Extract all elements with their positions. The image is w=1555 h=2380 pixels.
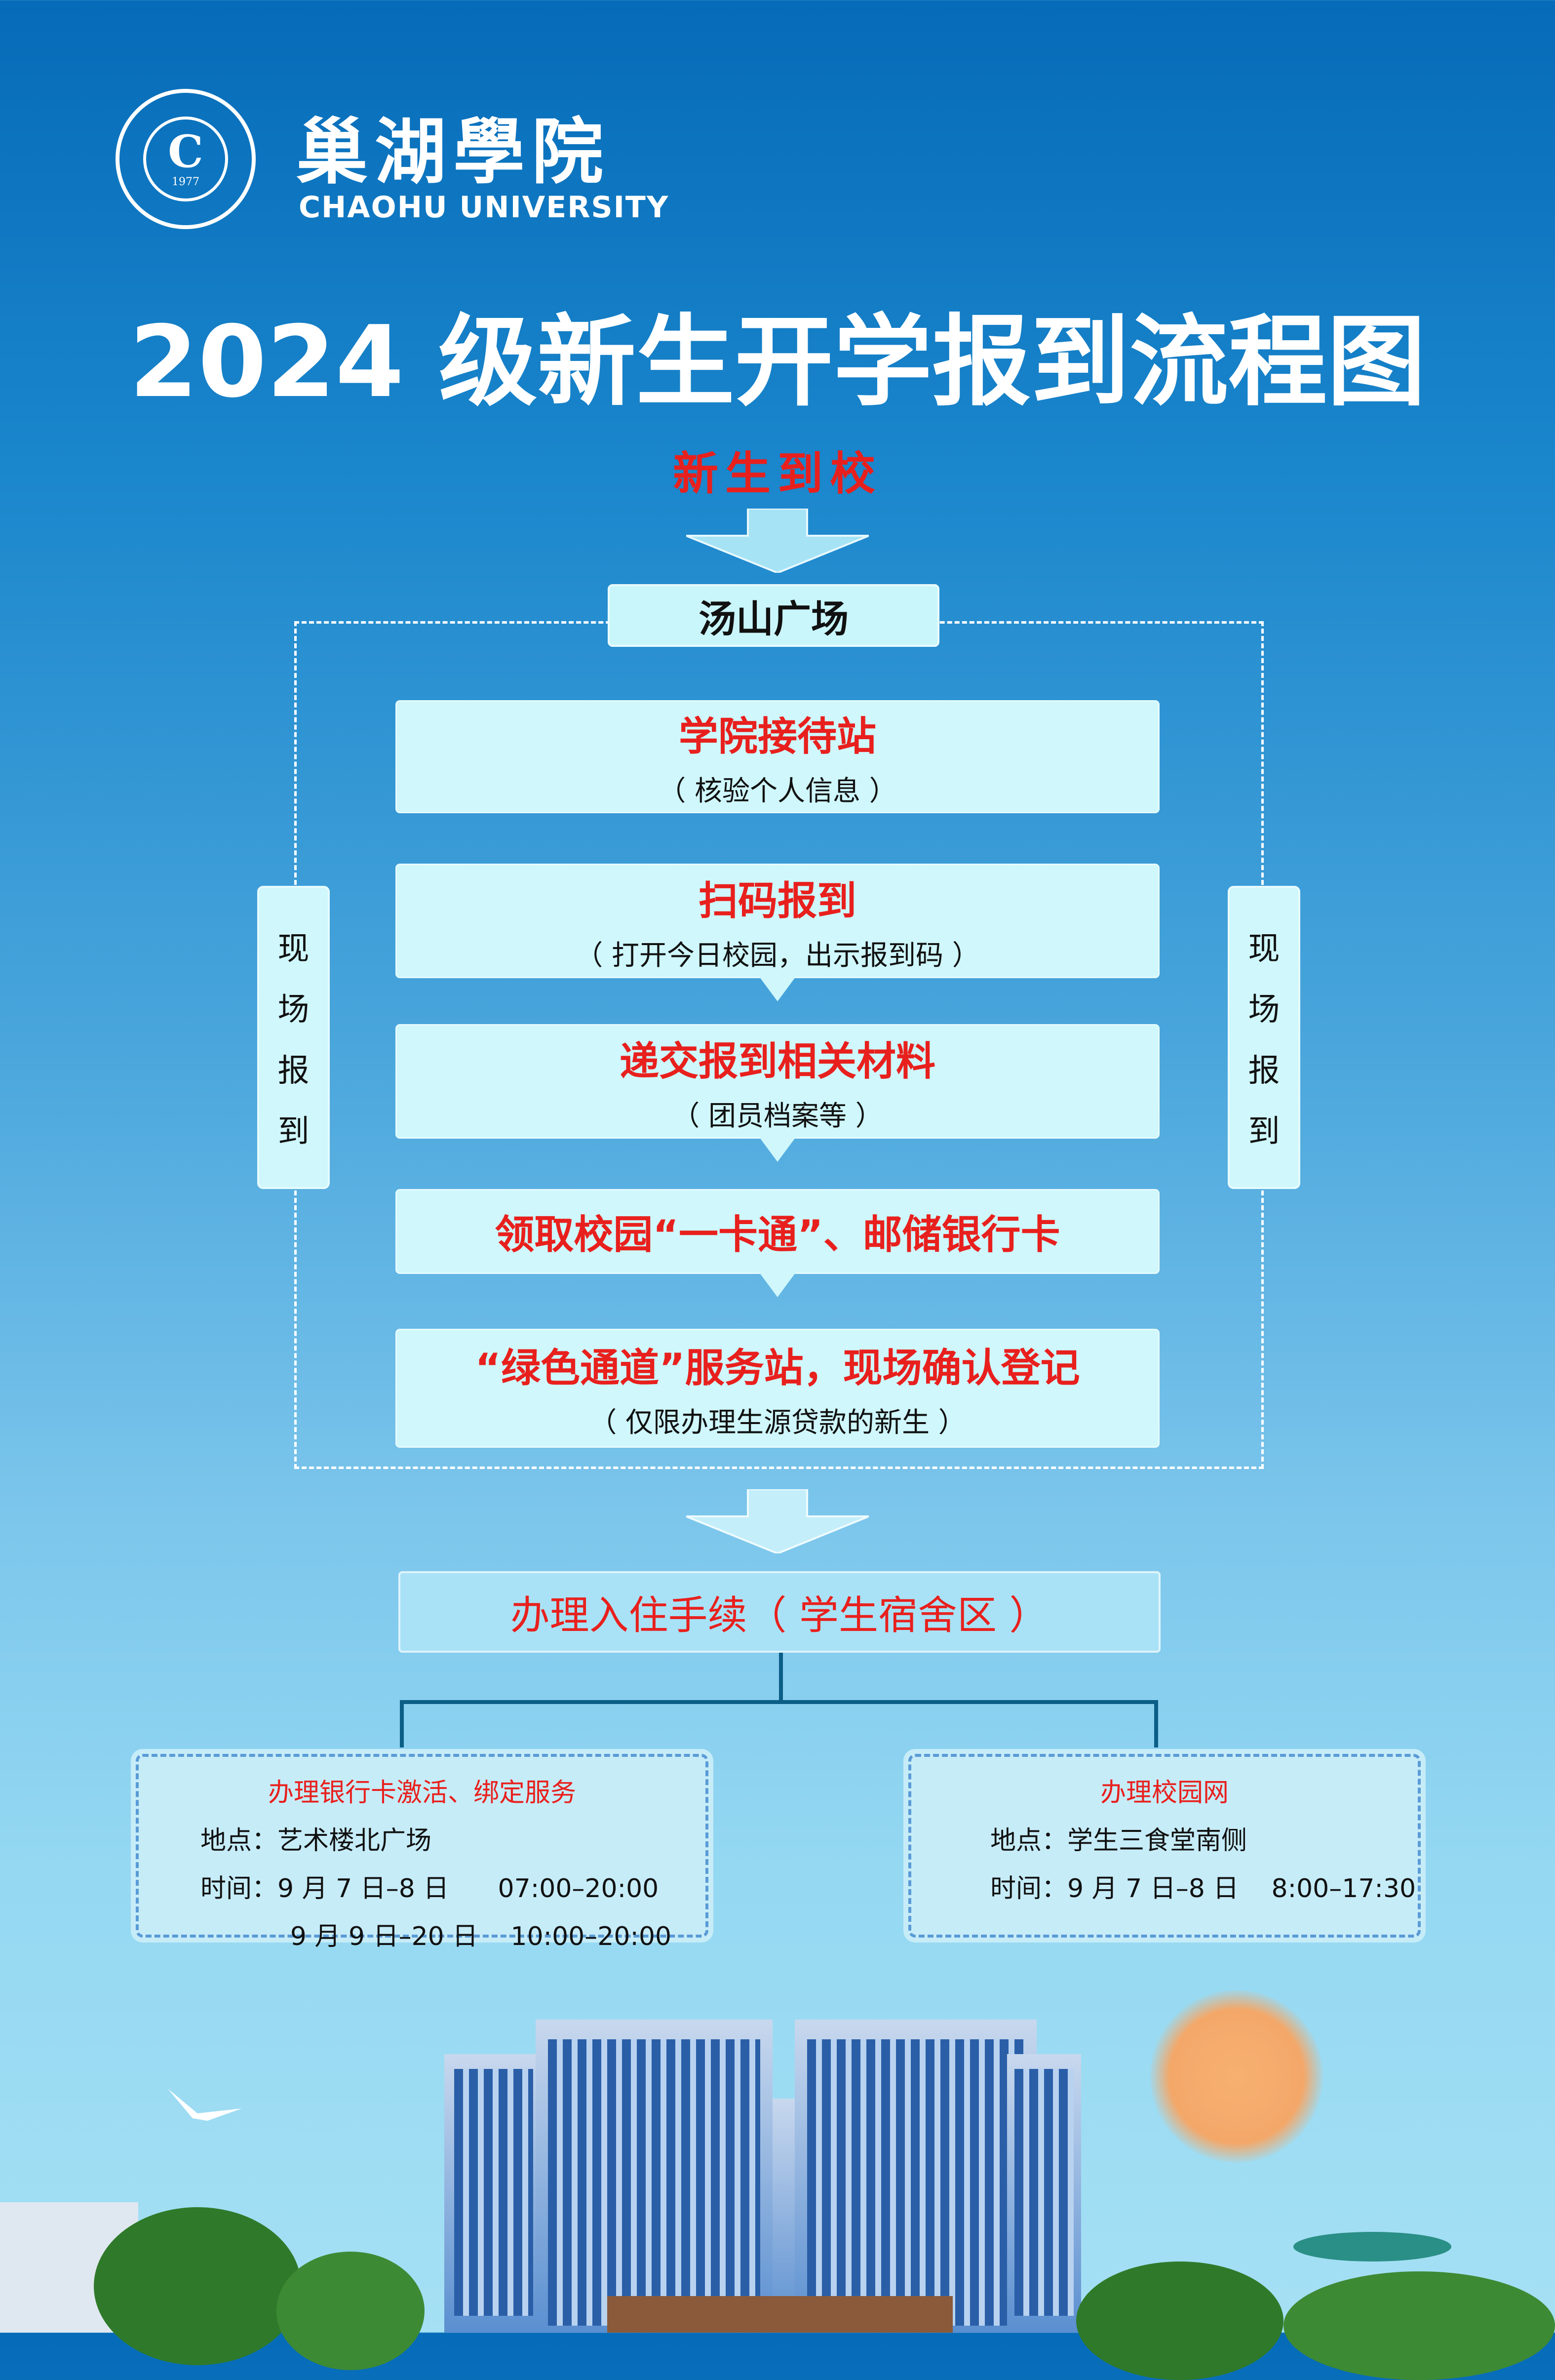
campus-network-service-box: 办理校园网 地点：学生三食堂南侧 时间：9 月 7 日–8 日 8:00–17:… (908, 1754, 1421, 1938)
step-college-reception: 学院接待站 （ 核验个人信息 ） (397, 702, 1158, 812)
plaza-label: 汤山广场 (608, 584, 939, 647)
step-green-channel: “绿色通道”服务站，现场确认登记 （ 仅限办理生源贷款的新生 ） (397, 1330, 1158, 1446)
pavilion-roof (1293, 2232, 1451, 2261)
side-char: 到 (1248, 1113, 1280, 1150)
page-title: 2024 级新生开学报到流程图 (129, 305, 1426, 420)
step-title: “绿色通道”服务站，现场确认登记 (475, 1345, 1080, 1391)
campus-building-center (773, 2099, 797, 2333)
step-title: 领取校园“一卡通”、邮储银行卡 (495, 1212, 1060, 1258)
university-seal (116, 89, 256, 229)
dorm-checkin-box: 办理入住手续（ 学生宿舍区 ） (398, 1571, 1161, 1653)
step-submit-materials: 递交报到相关材料 （ 团员档案等 ） (397, 1026, 1158, 1162)
side-char: 场 (277, 992, 310, 1029)
connector-line (779, 1653, 783, 1704)
campus-building-right-tower (795, 2020, 1037, 2333)
seal-emblem: C 1977 (143, 117, 228, 201)
side-char: 到 (277, 1113, 310, 1150)
bank-card-service-box: 办理银行卡激活、绑定服务 地点：艺术楼北广场 时间：9 月 7 日–8 日 07… (136, 1754, 708, 1951)
step-title: 递交报到相关材料 (620, 1038, 935, 1084)
service-location: 地点：艺术楼北广场 (200, 1826, 432, 1856)
seal-year: 1977 (172, 175, 199, 188)
tree (1076, 2261, 1283, 2380)
connector-line (400, 1700, 1158, 1704)
side-label-left: 现 场 报 到 (257, 886, 330, 1189)
connector-line (400, 1700, 404, 1747)
tree (94, 2207, 301, 2365)
side-char: 报 (1248, 1052, 1280, 1089)
building-base (607, 2296, 953, 2333)
university-name-en: CHAOHU UNIVERSITY (299, 190, 669, 225)
bird-icon (168, 2089, 242, 2121)
step-collect-cards: 领取校园“一卡通”、邮储银行卡 (397, 1190, 1158, 1297)
side-char: 场 (1248, 992, 1280, 1029)
university-name-cn: 巢湖學院 (296, 110, 610, 194)
service-location: 地点：学生三食堂南侧 (990, 1826, 1247, 1856)
side-char: 现 (277, 930, 310, 967)
step-subtitle: （ 打开今日校园，出示报到码 ） (575, 939, 980, 972)
service-time: 9 月 9 日–20 日 10:00–20:00 (200, 1922, 672, 1951)
campus-building-wing (444, 2054, 543, 2333)
tree (1283, 2271, 1555, 2380)
service-title: 办理银行卡激活、绑定服务 (268, 1778, 576, 1808)
down-arrow-icon (686, 1489, 869, 1553)
step-subtitle: （ 仅限办理生源贷款的新生 ） (589, 1407, 966, 1439)
step-title: 学院接待站 (679, 714, 876, 759)
flow-start: 新生到校 (672, 447, 882, 500)
tree (276, 2252, 425, 2370)
service-time: 时间：9 月 7 日–8 日 8:00–17:30 (990, 1874, 1416, 1904)
sun-illustration (1150, 1990, 1323, 2163)
down-arrow-icon (686, 509, 869, 573)
step-subtitle: （ 团员档案等 ） (672, 1100, 883, 1132)
step-scan-register: 扫码报到 （ 打开今日校园，出示报到码 ） (397, 865, 1158, 1001)
side-char: 现 (1248, 930, 1280, 967)
side-char: 报 (277, 1052, 310, 1089)
campus-building-wing (1007, 2054, 1081, 2333)
connector-line (1154, 1700, 1158, 1747)
seal-letter: C (168, 125, 203, 178)
side-label-right: 现 场 报 到 (1228, 886, 1300, 1189)
step-subtitle: （ 核验个人信息 ） (658, 775, 897, 807)
campus-building-left-tower (536, 2020, 773, 2333)
service-title: 办理校园网 (1100, 1778, 1229, 1808)
step-title: 扫码报到 (699, 877, 856, 924)
service-time: 时间：9 月 7 日–8 日 07:00–20:00 (200, 1874, 659, 1904)
